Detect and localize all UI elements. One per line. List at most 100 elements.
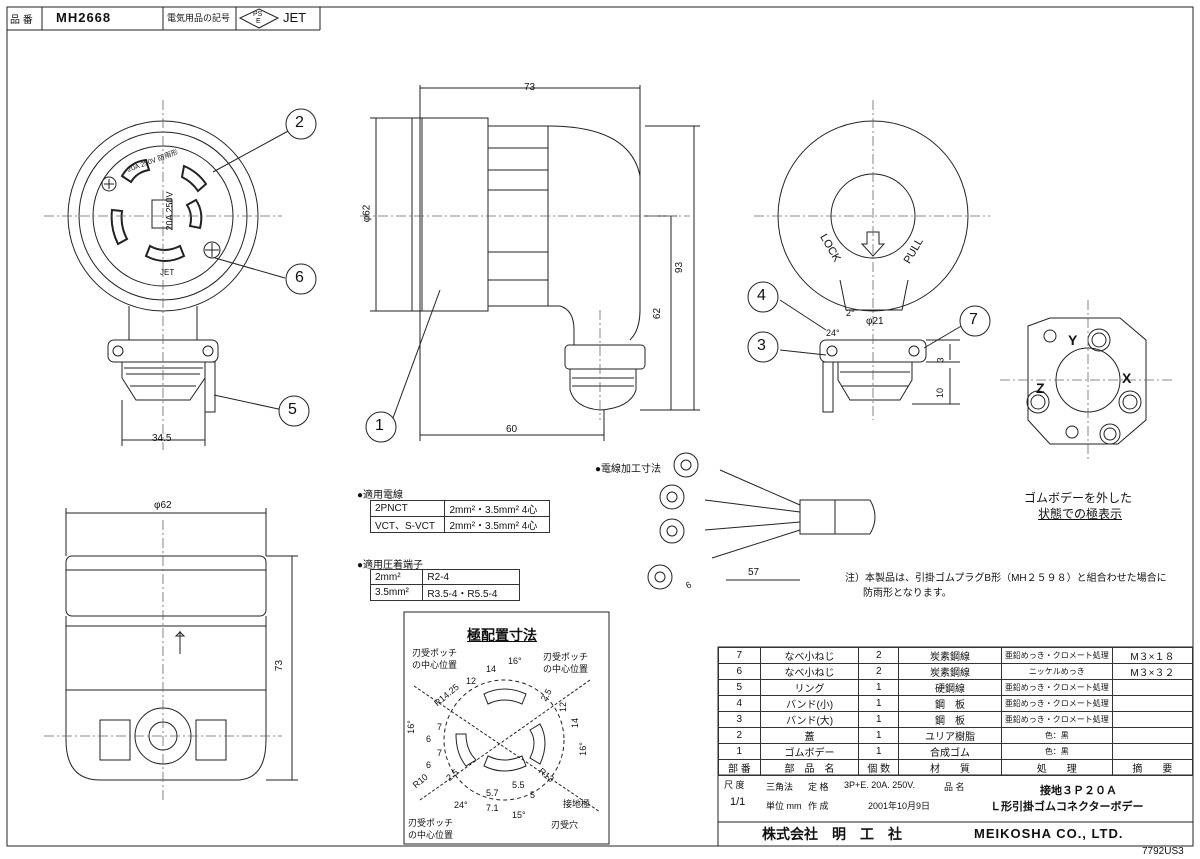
table-cell: 亜鉛めっき・クロメート処理 — [1000, 679, 1113, 696]
table-cell: 4 — [718, 695, 761, 712]
pole-dim: 16° — [577, 742, 588, 756]
blade-center-right-2: の中心位置 — [543, 664, 589, 674]
dim-2deg: 2° — [846, 308, 855, 318]
table-cell: 2PNCT — [369, 500, 446, 517]
callout-6: 6 — [295, 269, 304, 286]
dim-60: 60 — [506, 424, 518, 435]
pse-mark-e: E — [256, 18, 261, 25]
table-cell — [1111, 679, 1194, 696]
dim-73-top: 73 — [524, 82, 536, 93]
dim-73-bottom: 73 — [274, 659, 286, 672]
pole-dim: 12 — [558, 701, 569, 713]
table-cell: 1 — [858, 711, 900, 728]
ground-pole-label: 接地極 — [563, 799, 591, 809]
pole-dim: 15° — [512, 810, 526, 820]
table-cell: 1 — [858, 743, 900, 760]
blade-hole-label: 刃受穴 — [551, 820, 579, 830]
pole-dim: 5 — [530, 790, 536, 800]
table-cell: 鋼 板 — [898, 711, 1002, 728]
face-jet: JET — [160, 268, 175, 277]
scale-label: 尺 度 — [724, 780, 745, 790]
terminal-x: X — [1122, 370, 1132, 386]
table-cell: 1 — [718, 743, 761, 760]
table-cell: ゴムボデー — [759, 743, 860, 760]
jet-mark: JET — [283, 10, 307, 25]
table-cell — [1111, 743, 1194, 760]
table-header-cell: 個 数 — [858, 759, 900, 776]
table-header-cell: 摘 要 — [1111, 759, 1194, 776]
table-cell: 蓋 — [759, 727, 860, 744]
note-pole-display: 状態での極表示 — [1038, 507, 1123, 521]
table-cell: 1 — [858, 679, 900, 696]
pole-dim: 6 — [426, 760, 432, 770]
dim-62-side: 62 — [652, 307, 664, 320]
table-cell: 炭素鋼線 — [898, 663, 1002, 680]
rating-label: 定 格 — [808, 782, 829, 792]
table-cell — [1111, 711, 1194, 728]
projection: 三角法 — [766, 782, 794, 792]
pole-dim: 7 — [437, 722, 443, 732]
table-cell: 硬鋼線 — [898, 679, 1002, 696]
table-cell: 1 — [858, 727, 900, 744]
pole-layout-title: 極配置寸法 — [467, 627, 537, 643]
table-cell: 3.5mm² — [369, 584, 424, 601]
dim-phi62-bottom: φ62 — [154, 500, 172, 511]
table-cell: 亜鉛めっき・クロメート処理 — [1000, 711, 1113, 728]
table-cell: 2 — [718, 727, 761, 744]
callout-7: 7 — [969, 311, 978, 328]
pole-dim: 5.5 — [512, 780, 525, 790]
callout-3: 3 — [757, 337, 766, 354]
callout-5: 5 — [288, 401, 297, 418]
blade-center-bottom-2: の中心位置 — [408, 830, 454, 840]
unit: 単位 mm — [766, 801, 802, 811]
table-cell: 炭素鋼線 — [898, 647, 1002, 664]
pole-dim: 24° — [454, 800, 468, 810]
table-cell: ユリア樹脂 — [898, 727, 1002, 744]
table-cell: R3.5-4・R5.5-4 — [422, 584, 520, 601]
remark-line-2: 防雨形となります。 — [863, 588, 952, 599]
pole-dim: 12 — [466, 676, 477, 686]
company-name-jp: 株式会社 明 工 社 — [762, 826, 902, 842]
table-cell: 2 — [858, 647, 900, 664]
table-cell: 3 — [718, 711, 761, 728]
table-header-cell: 材 質 — [898, 759, 1002, 776]
table-cell: 2mm² — [369, 569, 424, 585]
note-without-rubber: ゴムボデーを外した — [1024, 491, 1133, 505]
table-cell: 2mm²・3.5mm² 4心 — [444, 500, 550, 517]
dim-phi21: φ21 — [866, 316, 884, 327]
table-cell — [1111, 727, 1194, 744]
blade-center-bottom-1: 刃受ポッチ — [408, 818, 454, 828]
table-cell: 鋼 板 — [898, 695, 1002, 712]
table-cell: 7 — [718, 647, 761, 664]
part-number: MH2668 — [56, 10, 112, 25]
dim-10: 10 — [935, 387, 946, 399]
bom-header-row: 部 番部 品 名個 数材 質処 理摘 要 — [718, 759, 1194, 776]
table-header-cell: 部 品 名 — [759, 759, 860, 776]
blade-center-top-2: の中心位置 — [412, 660, 458, 670]
face-rating: 20A 250V — [164, 191, 175, 231]
callout-2: 2 — [295, 114, 304, 131]
terminal-y: Y — [1068, 332, 1078, 348]
table-cell: 亜鉛めっき・クロメート処理 — [1000, 695, 1113, 712]
company-name-en: MEIKOSHA CO., LTD. — [974, 826, 1124, 841]
part-number-label: 品 番 — [10, 15, 33, 26]
pole-dim: 14 — [486, 664, 497, 674]
made-label: 作 成 — [808, 801, 829, 811]
dim-93: 93 — [674, 261, 686, 274]
table-cell: 合成ゴム — [898, 743, 1002, 760]
table-cell — [1111, 695, 1194, 712]
blade-center-top-1: 刃受ポッチ — [412, 648, 458, 658]
dim-34-5: 34.5 — [152, 433, 172, 444]
